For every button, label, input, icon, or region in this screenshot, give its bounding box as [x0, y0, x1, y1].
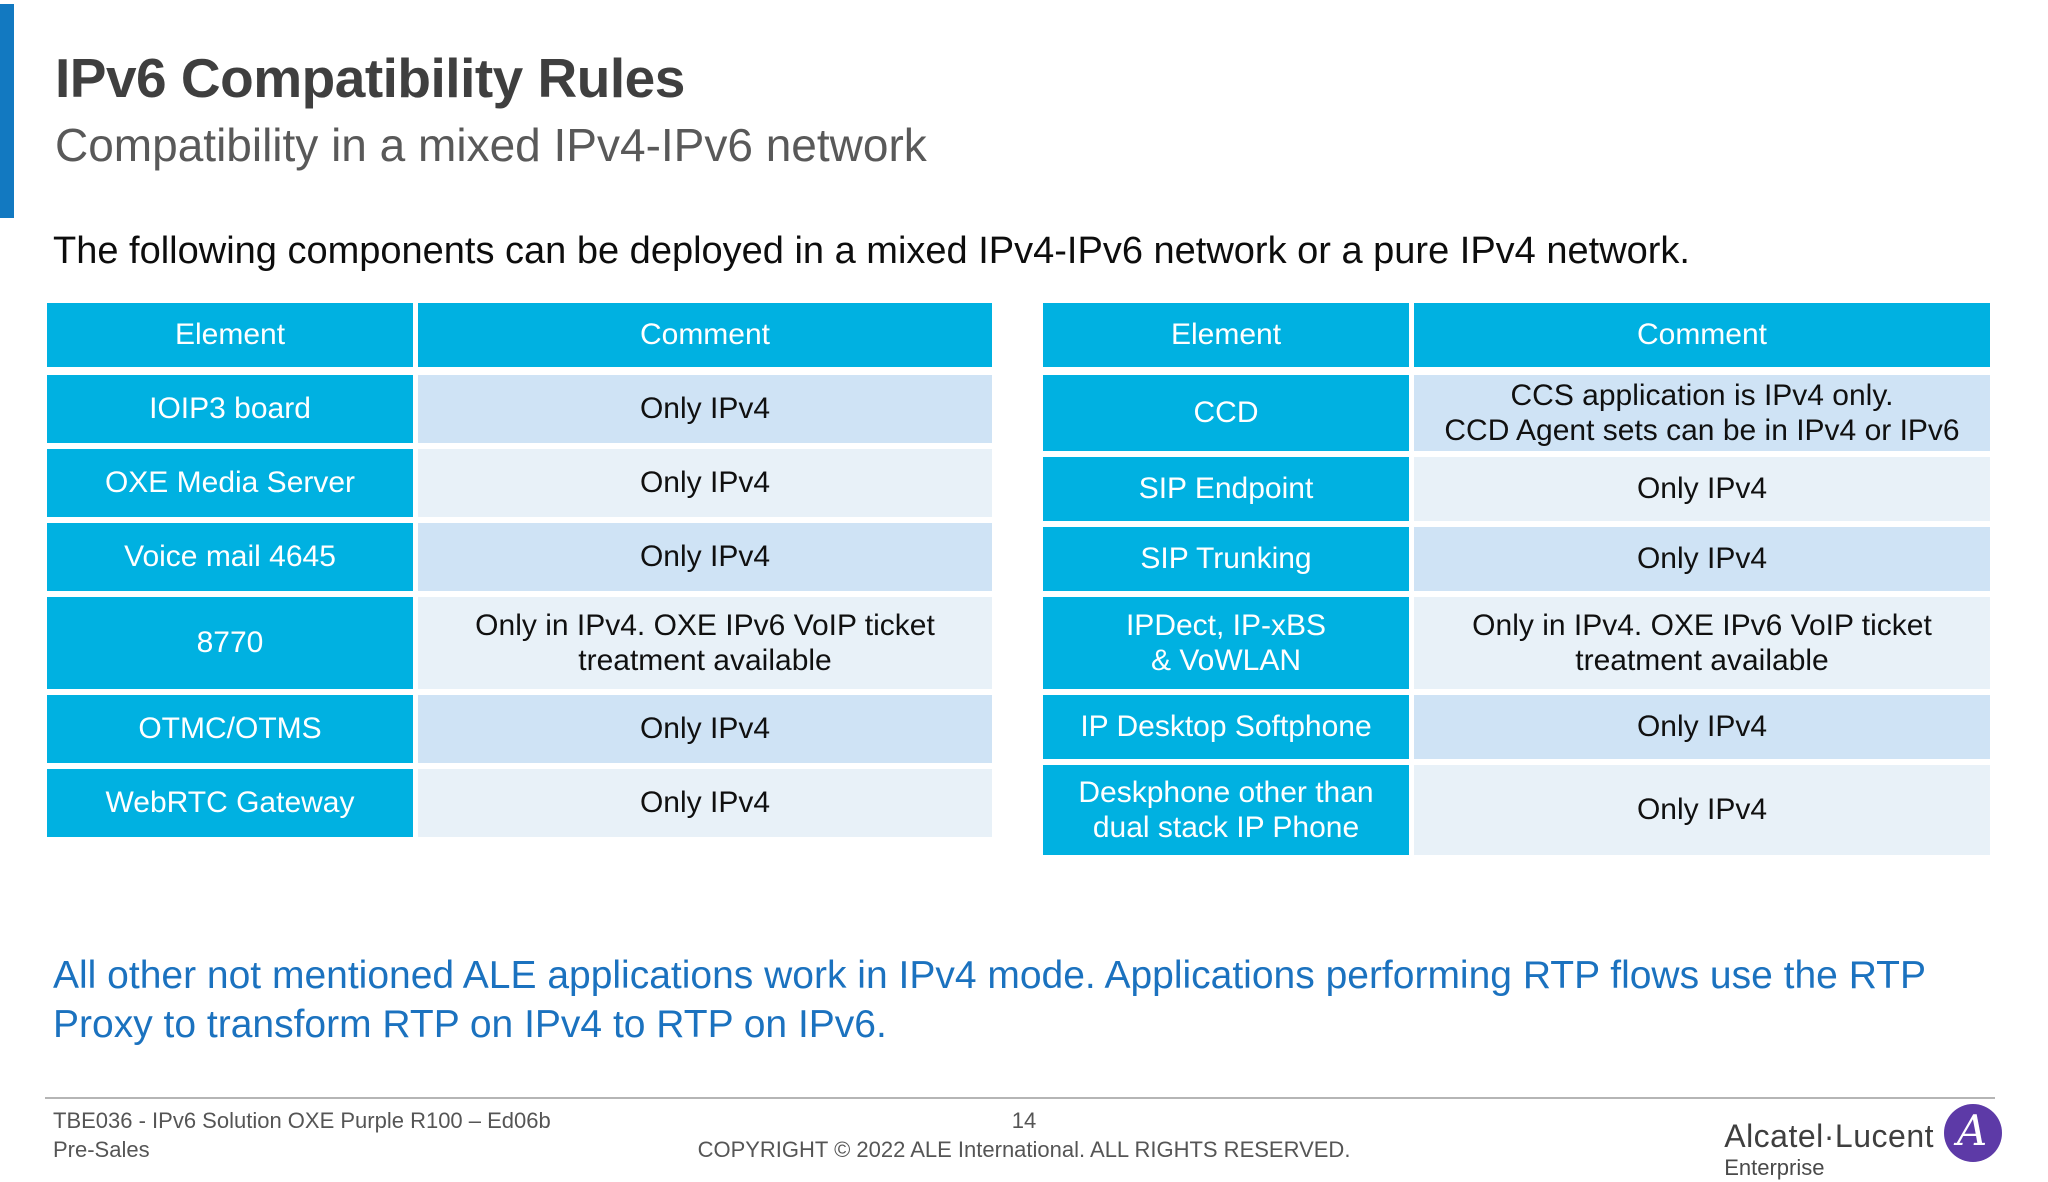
comment-cell: Only IPv4	[1414, 765, 1990, 855]
footer-left: TBE036 - IPv6 Solution OXE Purple R100 –…	[53, 1106, 551, 1164]
table-row: IOIP3 board Only IPv4	[47, 375, 992, 443]
comment-cell: Only IPv4	[418, 449, 992, 517]
comment-cell: Only IPv4	[418, 375, 992, 443]
element-cell: IP Desktop Softphone	[1043, 695, 1409, 759]
table-row: CCD CCS application is IPv4 only. CCD Ag…	[1043, 375, 1990, 451]
accent-bar	[0, 4, 14, 218]
table-row: Deskphone other than dual stack IP Phone…	[1043, 765, 1990, 855]
comment-cell: Only IPv4	[418, 769, 992, 837]
logo-enterprise-text: Enterprise	[1724, 1155, 1825, 1180]
element-cell: Voice mail 4645	[47, 523, 413, 591]
footer-divider	[45, 1097, 1995, 1099]
footer-doc-id: TBE036 - IPv6 Solution OXE Purple R100 –…	[53, 1108, 551, 1133]
right-table: Element Comment CCD CCS application is I…	[1043, 303, 1990, 861]
logo-text-block: Alcatel·Lucent Enterprise	[1724, 1104, 1934, 1181]
element-cell: SIP Trunking	[1043, 527, 1409, 591]
logo-brand-text: Alcatel·Lucent	[1724, 1118, 1934, 1154]
comment-cell: Only IPv4	[1414, 527, 1990, 591]
table-header-row: Element Comment	[47, 303, 992, 367]
note-text: All other not mentioned ALE applications…	[53, 954, 1926, 1046]
column-header-comment: Comment	[418, 303, 992, 367]
element-cell: OXE Media Server	[47, 449, 413, 517]
table-row: Voice mail 4645 Only IPv4	[47, 523, 992, 591]
comment-cell: Only IPv4	[1414, 457, 1990, 521]
table-row: SIP Trunking Only IPv4	[1043, 527, 1990, 591]
comment-cell: CCS application is IPv4 only. CCD Agent …	[1414, 375, 1990, 451]
footer-department: Pre-Sales	[53, 1137, 150, 1163]
ale-logo: Alcatel·Lucent Enterprise A	[1724, 1104, 2002, 1181]
element-cell: IPDect, IP-xBS & VoWLAN	[1043, 597, 1409, 689]
table-row: WebRTC Gateway Only IPv4	[47, 769, 992, 837]
comment-cell: Only IPv4	[418, 523, 992, 591]
comment-cell: Only IPv4	[418, 695, 992, 763]
comment-cell: Only in IPv4. OXE IPv6 VoIP ticket treat…	[1414, 597, 1990, 689]
table-row: SIP Endpoint Only IPv4	[1043, 457, 1990, 521]
element-cell: SIP Endpoint	[1043, 457, 1409, 521]
element-cell: WebRTC Gateway	[47, 769, 413, 837]
comment-cell: Only in IPv4. OXE IPv6 VoIP ticket treat…	[418, 597, 992, 689]
table-row: 8770 Only in IPv4. OXE IPv6 VoIP ticket …	[47, 597, 992, 689]
logo-monogram: A	[1956, 1106, 1988, 1155]
element-cell: CCD	[1043, 375, 1409, 451]
column-header-element: Element	[1043, 303, 1409, 367]
column-header-comment: Comment	[1414, 303, 1990, 367]
element-cell: Deskphone other than dual stack IP Phone	[1043, 765, 1409, 855]
page-subtitle: Compatibility in a mixed IPv4-IPv6 netwo…	[55, 119, 927, 171]
table-header-row: Element Comment	[1043, 303, 1990, 367]
table-row: OXE Media Server Only IPv4	[47, 449, 992, 517]
intro-text: The following components can be deployed…	[53, 230, 1690, 272]
left-table: Element Comment IOIP3 board Only IPv4 OX…	[47, 303, 992, 843]
comment-cell: Only IPv4	[1414, 695, 1990, 759]
column-header-element: Element	[47, 303, 413, 367]
table-row: IPDect, IP-xBS & VoWLAN Only in IPv4. OX…	[1043, 597, 1990, 689]
element-cell: OTMC/OTMS	[47, 695, 413, 763]
element-cell: IOIP3 board	[47, 375, 413, 443]
table-row: OTMC/OTMS Only IPv4	[47, 695, 992, 763]
element-cell: 8770	[47, 597, 413, 689]
table-row: IP Desktop Softphone Only IPv4	[1043, 695, 1990, 759]
page-title: IPv6 Compatibility Rules	[55, 47, 685, 109]
ale-logo-icon: A	[1944, 1104, 2002, 1162]
